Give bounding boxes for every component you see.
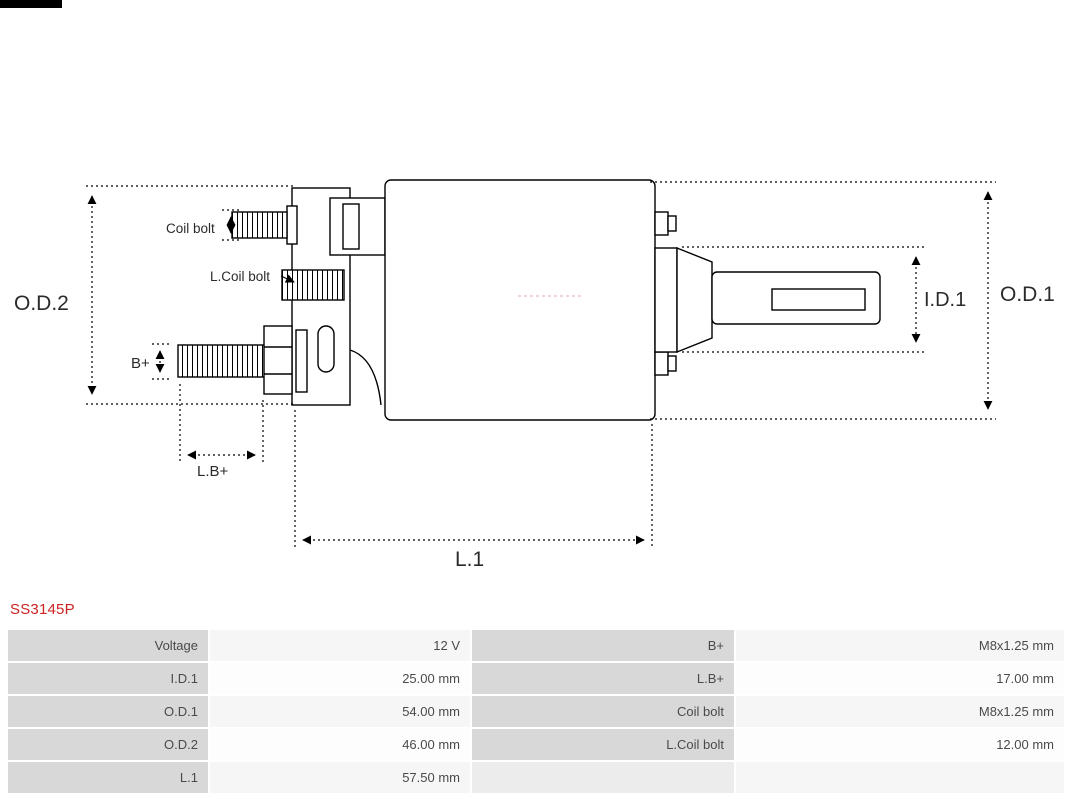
od1-label: O.D.1 <box>1000 283 1055 306</box>
logo-strip <box>0 0 62 8</box>
spec-label-cell: B+ <box>472 630 734 661</box>
lb-label: L.B+ <box>197 463 229 480</box>
solenoid-technical-drawing: O.D.2 O.D.1 I.D.1 L.1 L.B+ B+ Coil bolt … <box>14 179 1055 571</box>
spec-value-cell: 12.00 mm <box>736 729 1064 760</box>
spec-label-cell: L.B+ <box>472 663 734 694</box>
spec-label-cell: O.D.2 <box>8 729 208 760</box>
right-terminal-top <box>654 211 669 236</box>
right-terminal-top-tip <box>667 215 677 232</box>
solenoid-drawing <box>177 179 881 421</box>
spec-label-cell: O.D.1 <box>8 696 208 727</box>
spec-value-cell: 17.00 mm <box>736 663 1064 694</box>
spec-label-cell: L.1 <box>8 762 208 793</box>
right-terminal-bottom-tip <box>667 355 677 372</box>
spec-table: Voltage 12 V B+ M8x1.25 mm I.D.1 25.00 m… <box>8 630 1064 793</box>
spec-value-cell: 12 V <box>210 630 470 661</box>
b-plus-washer <box>295 329 308 393</box>
solenoid-body <box>384 179 656 421</box>
id1-label: I.D.1 <box>924 289 966 311</box>
dimension-lines <box>86 181 996 548</box>
coil-bolt-collar <box>286 205 298 245</box>
b-plus-cap <box>317 325 335 373</box>
spec-value-cell: 57.50 mm <box>210 762 470 793</box>
shoulder-ring <box>654 247 678 353</box>
shoulder-cone <box>676 246 713 354</box>
spec-empty-cell <box>736 762 1064 793</box>
l-coil-bolt-label: L.Coil bolt <box>210 269 270 284</box>
od2-label: O.D.2 <box>14 292 69 315</box>
coil-bolt-stud <box>231 211 288 239</box>
spec-empty-cell <box>472 762 734 793</box>
b-label: B+ <box>131 355 150 372</box>
right-terminal-bottom <box>654 351 669 376</box>
spec-value-cell: M8x1.25 mm <box>736 630 1064 661</box>
spec-value-cell: 54.00 mm <box>210 696 470 727</box>
spec-label-cell: Coil bolt <box>472 696 734 727</box>
flange-fillet <box>349 349 382 406</box>
spec-label-cell: I.D.1 <box>8 663 208 694</box>
lcoilbolt-leader <box>280 274 295 283</box>
l-coil-bolt-thread <box>281 269 345 301</box>
spec-value-cell: 25.00 mm <box>210 663 470 694</box>
spec-value-cell: M8x1.25 mm <box>736 696 1064 727</box>
upper-terminal-slot <box>342 203 360 250</box>
spec-label-cell: L.Coil bolt <box>472 729 734 760</box>
spec-label-cell: Voltage <box>8 630 208 661</box>
l1-label: L.1 <box>455 548 484 571</box>
b-plus-hex-nut <box>263 325 293 395</box>
part-number: SS3145P <box>10 601 75 618</box>
plunger-slot <box>771 288 866 311</box>
spec-value-cell: 46.00 mm <box>210 729 470 760</box>
coil-bolt-label: Coil bolt <box>166 221 215 236</box>
b-plus-stud <box>177 344 267 378</box>
